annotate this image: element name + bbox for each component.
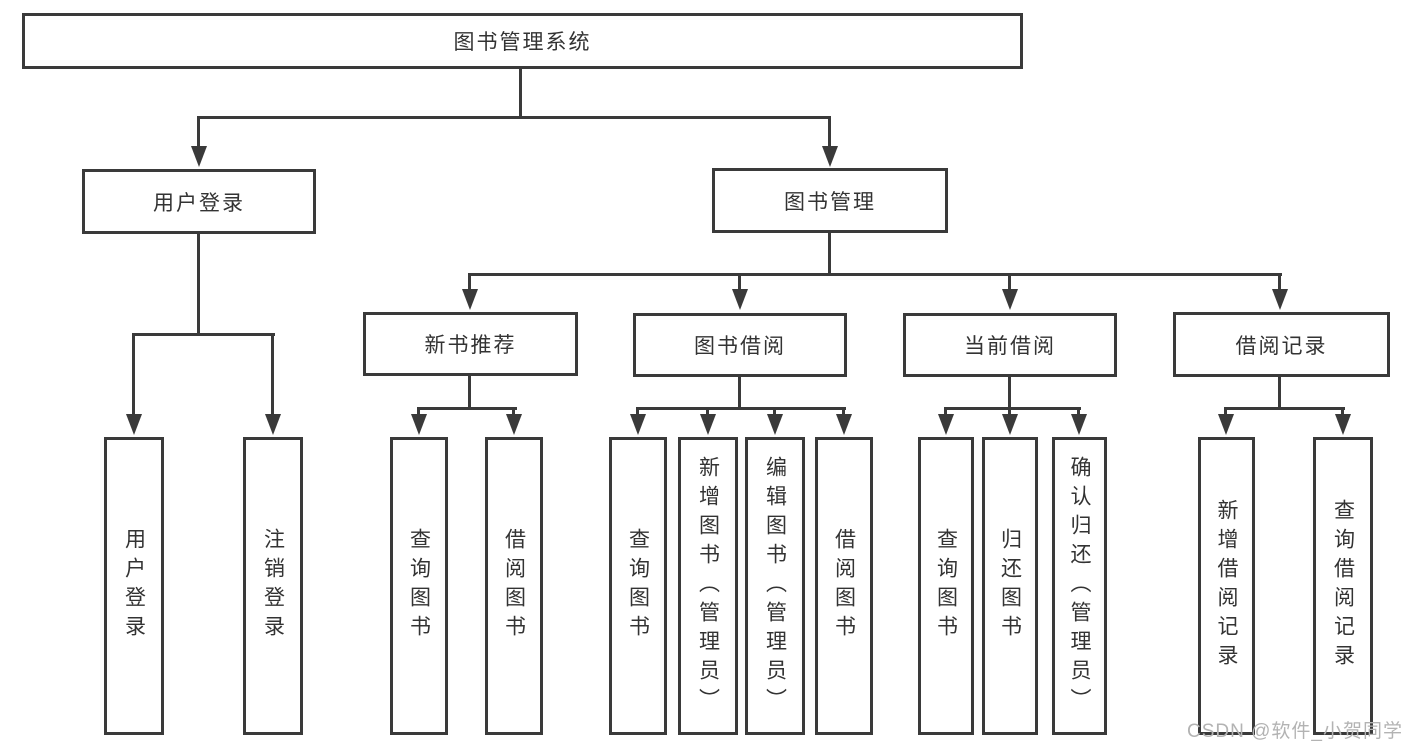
connector-line [1224,407,1345,410]
leaf-borrow-books-1: 借阅图书 [485,437,543,735]
connector-line [197,116,831,119]
node-current-borrow: 当前借阅 [903,313,1117,377]
connector-line [828,233,831,276]
connector-line [1224,407,1227,417]
connector-line [636,407,639,417]
connector-line [468,273,471,295]
arrow-down-icon [411,414,427,435]
leaf-user-login: 用户登录 [104,437,164,735]
arrow-down-icon [630,414,646,435]
connector-line [468,273,1282,276]
arrow-down-icon [836,414,852,435]
leaf-query-books-2: 查询图书 [609,437,667,735]
connector-line [197,234,200,336]
arrow-down-icon [822,146,838,167]
arrow-down-icon [1002,414,1018,435]
connector-line [1008,407,1011,417]
node-library-system: 图书管理系统 [22,13,1023,69]
connector-line [828,116,831,148]
connector-line [944,407,1081,410]
connector-line [1278,273,1281,295]
connector-line [468,376,471,410]
connector-line [417,407,517,410]
watermark-text: CSDN @软件_小贺同学 [1187,721,1403,742]
connector-line [706,407,709,417]
arrow-down-icon [126,414,142,435]
leaf-query-books-1: 查询图书 [390,437,448,735]
leaf-return-book: 归还图书 [982,437,1038,735]
arrow-down-icon [1071,414,1087,435]
arrow-down-icon [732,289,748,310]
arrow-down-icon [938,414,954,435]
arrow-down-icon [1218,414,1234,435]
arrow-down-icon [1002,289,1018,310]
arrow-down-icon [462,289,478,310]
connector-line [1008,273,1011,295]
arrow-down-icon [191,146,207,167]
leaf-borrow-books-2: 借阅图书 [815,437,873,735]
connector-line [519,69,522,119]
connector-line [738,376,741,410]
leaf-add-book-admin: 新增图书（管理员） [678,437,738,735]
connector-line [1008,376,1011,410]
connector-line [1341,407,1344,417]
arrow-down-icon [265,414,281,435]
leaf-add-borrow-record: 新增借阅记录 [1198,437,1255,735]
connector-line [1278,376,1281,410]
leaf-query-books-3: 查询图书 [918,437,974,735]
connector-line [197,116,200,148]
leaf-confirm-return-admin: 确认归还（管理员） [1052,437,1107,735]
arrow-down-icon [700,414,716,435]
arrow-down-icon [767,414,783,435]
connector-line [132,333,275,336]
arrow-down-icon [1335,414,1351,435]
connector-line [738,273,741,295]
leaf-query-borrow-record: 查询借阅记录 [1313,437,1373,735]
node-new-book-recommend: 新书推荐 [363,312,578,376]
connector-line [417,407,420,417]
connector-line [842,407,845,417]
node-book-borrow: 图书借阅 [633,313,847,377]
node-book-management: 图书管理 [712,168,948,233]
connector-line [636,407,846,410]
node-user-login: 用户登录 [82,169,316,234]
connector-line [512,407,515,417]
connector-line [132,333,135,417]
connector-line [944,407,947,417]
node-borrow-records: 借阅记录 [1173,312,1390,377]
connector-line [1077,407,1080,417]
connector-line [773,407,776,417]
arrow-down-icon [506,414,522,435]
arrow-down-icon [1272,289,1288,310]
leaf-logout: 注销登录 [243,437,303,735]
leaf-edit-book-admin: 编辑图书（管理员） [745,437,805,735]
connector-line [271,333,274,417]
